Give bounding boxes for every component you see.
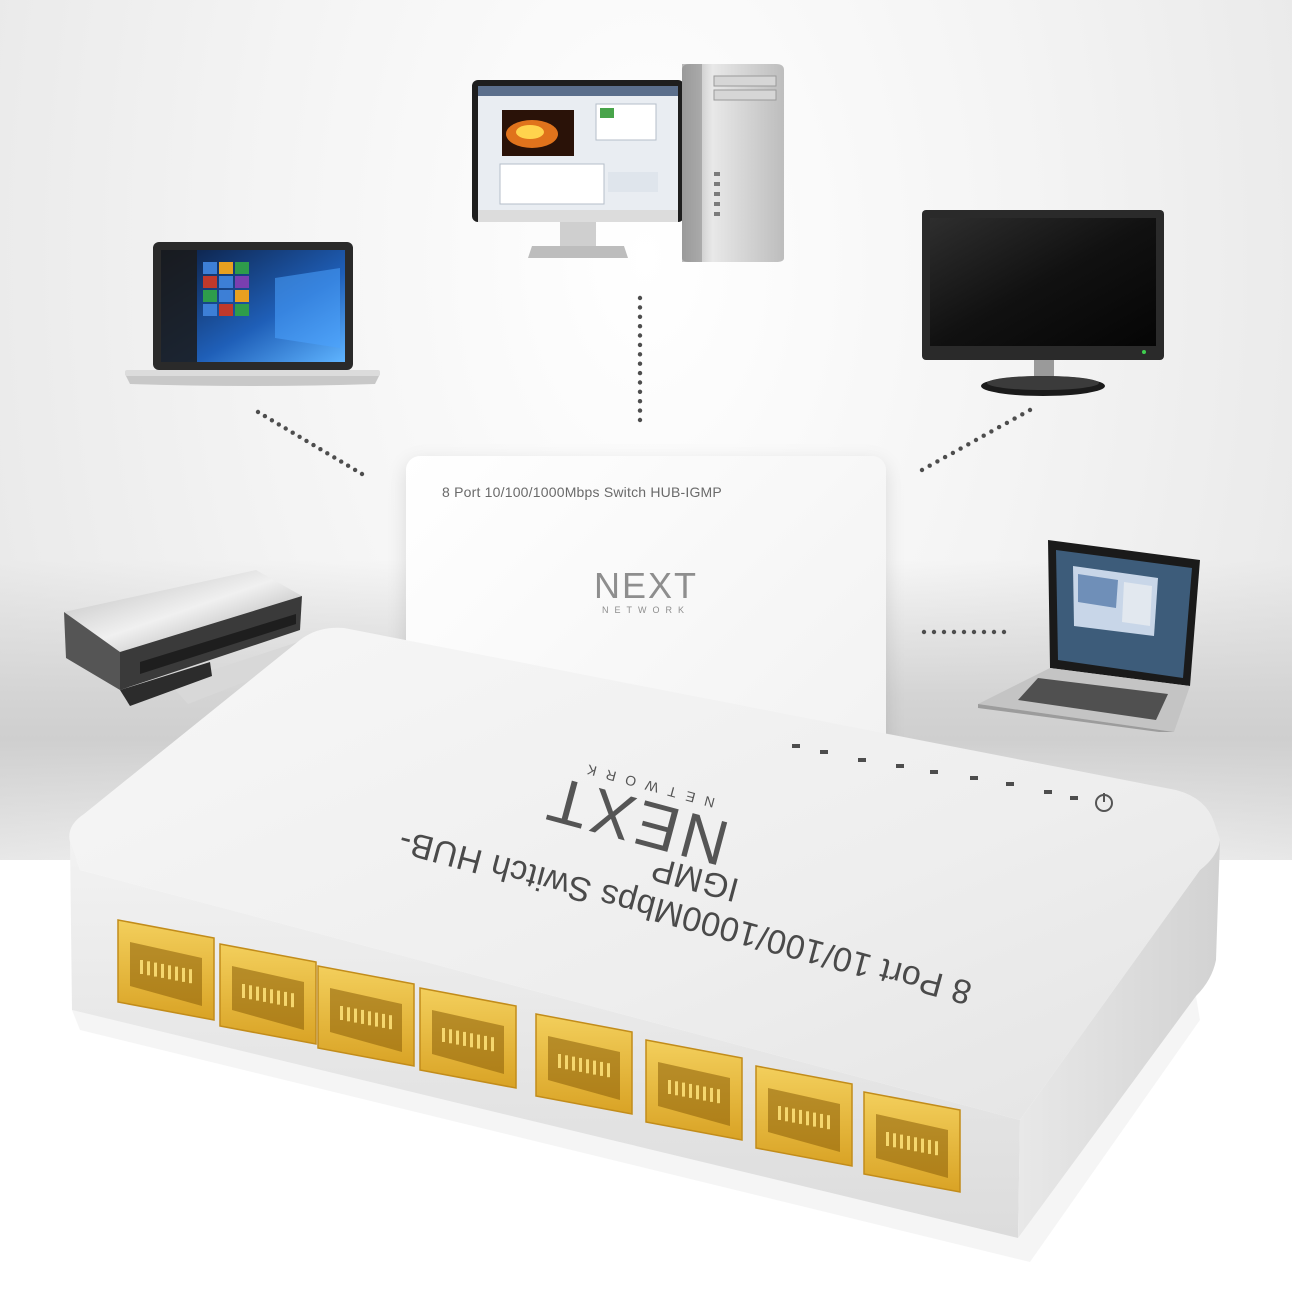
connection-dot (1020, 412, 1025, 417)
status-led (820, 750, 828, 754)
monitor-icon (922, 210, 1164, 396)
back-brand-sub: NETWORK (602, 605, 690, 615)
connection-dot (935, 459, 940, 464)
connection-dot (339, 459, 344, 464)
connection-dot (637, 324, 643, 329)
connection-dot (927, 463, 932, 468)
desktop-monitor-icon (472, 80, 684, 258)
connection-dot (973, 437, 979, 443)
power-icon (1095, 793, 1113, 812)
connection-dot (637, 333, 643, 338)
connection-dot (1012, 416, 1017, 421)
connection-dot (1001, 629, 1007, 635)
status-led (1044, 790, 1052, 794)
connection-dot (996, 424, 1002, 430)
connection-dot (637, 361, 643, 366)
connection-dot (971, 629, 977, 635)
connection-dot (991, 629, 997, 635)
ethernet-port[interactable] (755, 1065, 853, 1167)
connection-dot (1004, 420, 1010, 426)
connection-dot (637, 295, 643, 301)
laptop-icon (125, 242, 380, 386)
connection-dot (921, 629, 927, 635)
back-brand-logo: NEXT NETWORK (576, 568, 716, 616)
connection-dot (297, 434, 302, 439)
connection-dot (637, 342, 643, 348)
status-led (896, 764, 904, 768)
ethernet-port[interactable] (117, 919, 215, 1021)
connection-dot (311, 442, 316, 448)
ethernet-port[interactable] (317, 965, 415, 1067)
connection-dot (269, 418, 275, 423)
back-brand-name: NEXT (593, 565, 698, 606)
connection-dot (359, 471, 365, 477)
connection-dot (637, 399, 643, 404)
status-led (858, 758, 866, 762)
connection-dot (951, 629, 957, 635)
ethernet-port[interactable] (645, 1039, 743, 1141)
status-leds (792, 744, 1078, 800)
connection-dot (637, 352, 643, 357)
ethernet-port[interactable] (419, 987, 517, 1089)
connection-dot (637, 370, 643, 376)
connection-dot (325, 451, 330, 456)
connection-dot (290, 430, 295, 435)
connection-dot (989, 429, 994, 434)
connection-dot (1027, 407, 1033, 413)
connection-dot (276, 422, 281, 427)
connection-dot (637, 380, 643, 385)
line-macbook (921, 629, 1007, 635)
connection-dot (966, 442, 971, 447)
connection-dot (637, 314, 643, 319)
connection-dot (931, 629, 937, 635)
connection-dot (637, 417, 643, 423)
ethernet-port[interactable] (863, 1091, 961, 1193)
status-led (1070, 796, 1078, 800)
connection-dot (318, 447, 323, 452)
line-monitor (919, 407, 1033, 473)
status-led (970, 776, 978, 780)
connection-dot (304, 438, 309, 444)
connection-dot (352, 467, 358, 473)
status-led (1006, 782, 1014, 786)
connection-dot (961, 629, 967, 635)
connection-dot (637, 389, 643, 394)
status-led (930, 770, 938, 774)
ethernet-port[interactable] (535, 1013, 633, 1115)
connection-dot (345, 463, 351, 468)
connection-dot (283, 426, 288, 431)
macbook-icon (978, 540, 1200, 732)
ethernet-port[interactable] (219, 943, 317, 1045)
ethernet-ports (117, 919, 961, 1193)
connection-dot (919, 467, 925, 473)
printer-icon (64, 570, 306, 706)
connection-dot (942, 454, 948, 460)
connection-dot (941, 629, 947, 635)
line-laptop (255, 409, 365, 477)
status-led (792, 744, 800, 748)
connection-dot (958, 446, 963, 451)
connection-dot (981, 433, 986, 438)
connection-dot (950, 450, 956, 456)
connection-dot (332, 455, 337, 460)
connection-dot (262, 413, 268, 419)
connection-dot (255, 409, 261, 415)
connection-dot (637, 305, 643, 310)
connection-dot (637, 408, 643, 413)
pc-tower-icon (682, 64, 784, 262)
line-desktop (637, 295, 643, 423)
connection-dot (981, 629, 987, 635)
back-model-label: 8 Port 10/100/1000Mbps Switch HUB-IGMP (442, 484, 722, 500)
